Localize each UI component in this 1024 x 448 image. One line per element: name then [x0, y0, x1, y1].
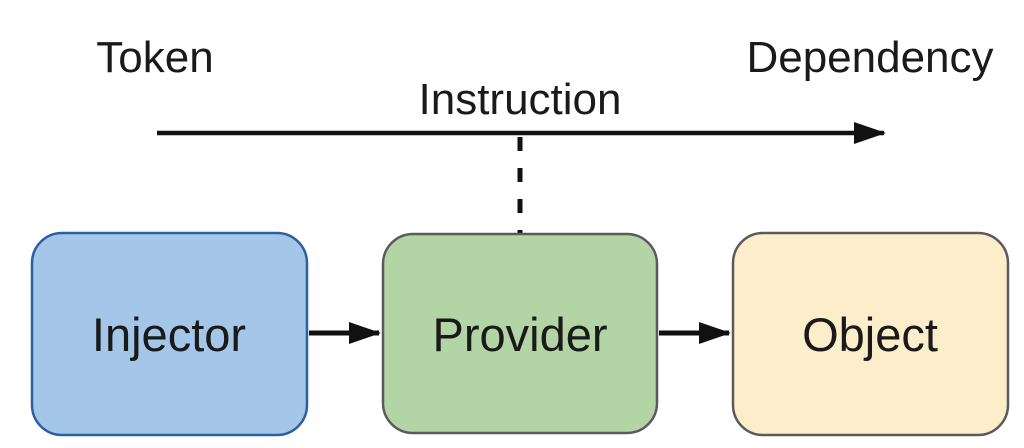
- label-token: Token: [96, 33, 213, 82]
- provider-label: Provider: [432, 308, 607, 361]
- label-dependency: Dependency: [746, 33, 993, 82]
- label-instruction: Instruction: [419, 75, 622, 124]
- injector-label: Injector: [92, 308, 246, 361]
- provider-box: [381, 232, 659, 435]
- object-box: [731, 231, 1010, 437]
- injector-box: [30, 231, 309, 437]
- object-label: Object: [802, 308, 938, 361]
